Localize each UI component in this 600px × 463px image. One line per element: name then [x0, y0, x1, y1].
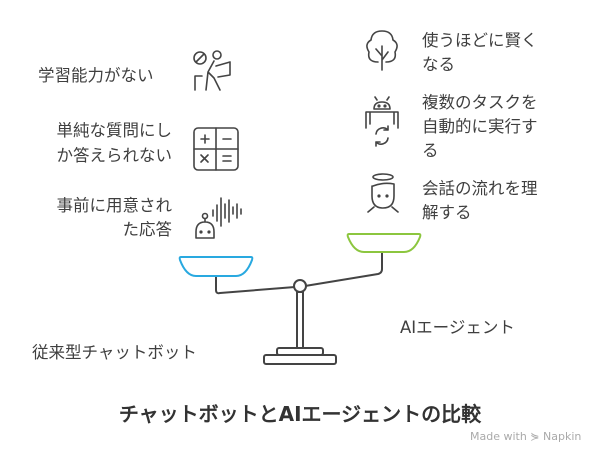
napkin-brand: Made with ⋟ Napkin — [470, 430, 582, 443]
left-item-3-line-1: 事前に用意され — [56, 196, 173, 215]
calculator-icon — [193, 127, 239, 171]
right-item-3-line-2: 解する — [422, 203, 472, 222]
right-item-1-line-1: 使うほどに賢く — [422, 31, 538, 50]
robot-sync-icon — [365, 96, 399, 147]
right-item-1-line-2: なる — [422, 55, 455, 74]
diagram-title: チャットボットとAIエージェントの比較 — [118, 402, 482, 426]
left-item-1: 学習能力がない — [38, 66, 154, 85]
left-label: 従来型チャットボット — [32, 343, 197, 362]
bot-voice-icon — [195, 197, 242, 239]
tree-icon — [366, 30, 398, 71]
right-item-3-line-1: 会話の流れを理 — [422, 179, 538, 198]
right-pan — [346, 233, 422, 253]
left-item-3-line-2: た応答 — [122, 220, 173, 239]
no-learning-icon — [193, 50, 231, 91]
left-pan — [178, 256, 254, 277]
right-item-2-line-2: 自動的に実行す — [422, 117, 538, 136]
right-item-2-line-1: 複数のタスクを — [422, 93, 538, 112]
balance-scale — [178, 233, 422, 365]
right-label: AIエージェント — [400, 318, 515, 337]
right-item-2-line-3: る — [422, 141, 439, 160]
left-item-2-line-2: か答えられない — [56, 146, 173, 165]
person-halo-icon — [367, 173, 399, 213]
left-item-2-line-1: 単純な質問にし — [56, 121, 173, 140]
